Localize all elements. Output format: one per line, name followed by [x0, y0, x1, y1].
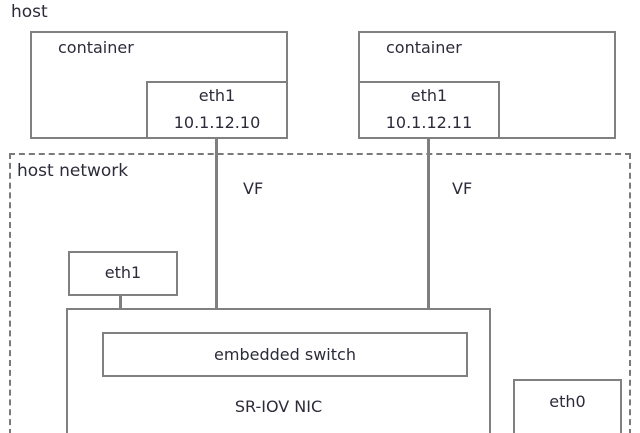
embedded-switch-label: embedded switch — [214, 345, 356, 364]
container-iface-box-2 — [358, 81, 500, 139]
physical-iface-label: eth0 — [549, 392, 586, 411]
host-label: host — [11, 2, 48, 22]
vf-link-line-2 — [427, 130, 430, 335]
host-iface-box — [68, 251, 178, 296]
container-iface-ip-1: 10.1.12.10 — [173, 113, 261, 132]
container-iface-box-1 — [146, 81, 288, 139]
container-iface-name-2: eth1 — [410, 86, 448, 105]
vf-label-2: VF — [452, 179, 473, 198]
host-network-region — [9, 153, 631, 433]
container-iface-ip-2: 10.1.12.11 — [385, 113, 473, 132]
sriov-nic-label: SR-IOV NIC — [234, 397, 323, 416]
embedded-switch-box — [102, 332, 468, 377]
container-iface-name-1: eth1 — [198, 86, 236, 105]
container-label-1: container — [58, 38, 134, 57]
container-label-2: container — [386, 38, 462, 57]
physical-iface-box — [513, 379, 622, 433]
vf-link-line-1 — [215, 130, 218, 335]
host-network-label: host network — [17, 161, 129, 181]
host-iface-label: eth1 — [104, 263, 142, 282]
vf-label-1: VF — [243, 179, 264, 198]
